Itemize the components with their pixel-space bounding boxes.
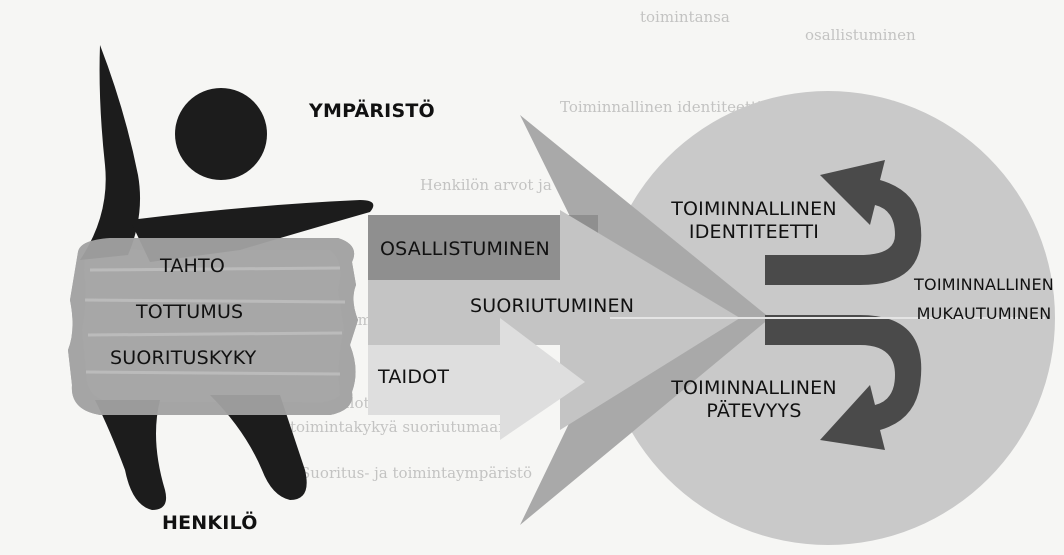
label-occupational-adaptation: TOIMINNALLINEN MUKAUTUMINEN (904, 275, 1064, 323)
competence-line2: PÄTEVYYS (706, 399, 802, 422)
background-text-line: osallistuminen (805, 26, 916, 44)
adaptation-arrows (765, 160, 922, 450)
identity-line1: TOIMINNALLINEN (671, 198, 837, 220)
figure-body (80, 45, 141, 260)
background-text-line: Henkilön arvot ja tavat (420, 176, 595, 194)
label-person: HENKILÖ (162, 512, 258, 534)
label-volition: TAHTO (160, 255, 225, 277)
adaptation-line2: MUKAUTUMINEN (916, 304, 1052, 324)
label-participation: OSALLISTUMINEN (380, 238, 550, 260)
performance-arrow (368, 210, 740, 430)
background-text-line: Suoritus- ja toimintaympäristö (300, 464, 532, 482)
brush-band-front (68, 238, 358, 415)
label-occupational-competence: TOIMINNALLINEN PÄTEVYYS (664, 377, 844, 423)
figure-head (175, 88, 267, 180)
label-environment: YMPÄRISTÖ (309, 100, 435, 122)
background-text-line: toimintansa (640, 8, 730, 26)
competence-line1: TOIMINNALLINEN (671, 377, 837, 399)
participation-arrow (368, 215, 598, 280)
skills-arrow (368, 318, 585, 440)
identity-line2: IDENTITEETTI (688, 220, 820, 243)
label-performance: SUORIUTUMINEN (470, 295, 635, 317)
background-text-line: toimintakykyä suoriutumaan (290, 418, 508, 436)
label-habituation: TOTTUMUS (136, 301, 244, 323)
label-performance-capacity: SUORITUSKYKY (110, 347, 257, 369)
background-page-text: toimintansa osallistuminen Toiminnalline… (290, 8, 916, 482)
figure-left-leg (95, 400, 167, 510)
background-text-line: Toiminnallinen identiteetti (560, 98, 762, 116)
adaptation-line1: TOIMINNALLINEN (914, 275, 1054, 294)
figure-right-leg (210, 395, 307, 500)
label-occupational-identity: TOIMINNALLINEN IDENTITEETTI (664, 198, 844, 244)
brush-streaks (84, 266, 346, 376)
label-skills: TAIDOT (378, 366, 450, 388)
